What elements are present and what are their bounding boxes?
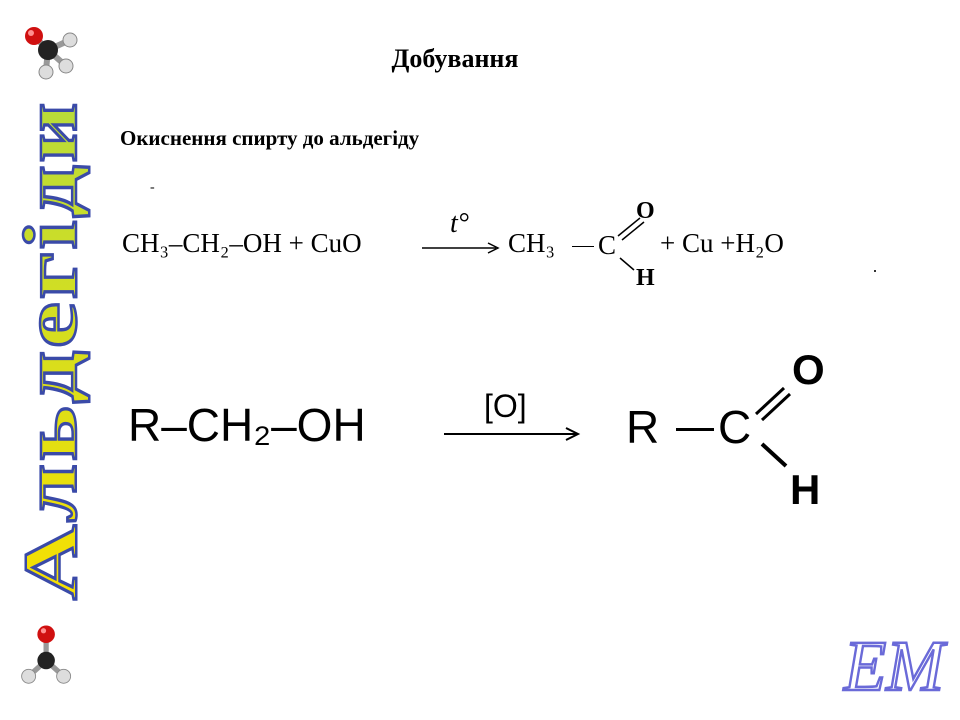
- reaction1-product-group: CH₃: [508, 228, 555, 258]
- reaction1-hydrogen: H: [636, 265, 655, 291]
- reaction2-hydrogen: H: [790, 466, 821, 513]
- reaction2-arrow: [444, 427, 581, 441]
- molecule-icon-bottom: [21, 625, 72, 684]
- reaction1-carbon: C: [598, 230, 617, 260]
- reaction2-bonds: [754, 386, 792, 468]
- section-subtitle: Окиснення спирту до альдегіду: [120, 126, 420, 150]
- reaction2-oxygen: O: [792, 346, 825, 393]
- reaction1-arrow: [422, 242, 500, 254]
- molecule-icon-top: [25, 27, 78, 80]
- reaction1-condition: t°: [450, 208, 469, 239]
- reaction2-bond-line: [676, 428, 714, 431]
- reaction1-product-3: H₂O: [735, 228, 784, 258]
- logo-em: EM: [842, 625, 949, 708]
- reaction2-condition: [O]: [484, 388, 527, 424]
- reaction1-oxygen: O: [636, 198, 655, 224]
- stray-mark: -: [150, 180, 155, 195]
- page-title: Добування: [391, 44, 519, 73]
- reaction1-reactant-1: CH₃–CH₂–OH: [122, 228, 282, 258]
- logo-text: EM: [843, 626, 948, 706]
- reaction1-plus-3: +: [720, 228, 736, 258]
- reaction1-reactant-2: CuO: [310, 228, 362, 258]
- stray-dot: [874, 270, 876, 272]
- reaction1-bond-line: [572, 246, 594, 247]
- reaction2-product-group: R: [626, 401, 660, 453]
- reaction2-carbon: C: [718, 401, 752, 453]
- reaction1-bonds: [617, 217, 645, 271]
- reaction1-product-2: Cu: [681, 228, 714, 258]
- side-title: Альдегіди: [20, 99, 92, 602]
- reaction1-plus-1: +: [288, 228, 304, 258]
- reaction1-left: CH₃–CH₂–OH + CuO: [122, 228, 362, 259]
- side-title-text: Альдегіди: [20, 100, 92, 600]
- reaction2-reactant: R–CH₂–OH: [128, 399, 366, 451]
- reaction1-right: + Cu +H₂O: [660, 228, 784, 259]
- reaction1-plus-2: +: [660, 228, 676, 258]
